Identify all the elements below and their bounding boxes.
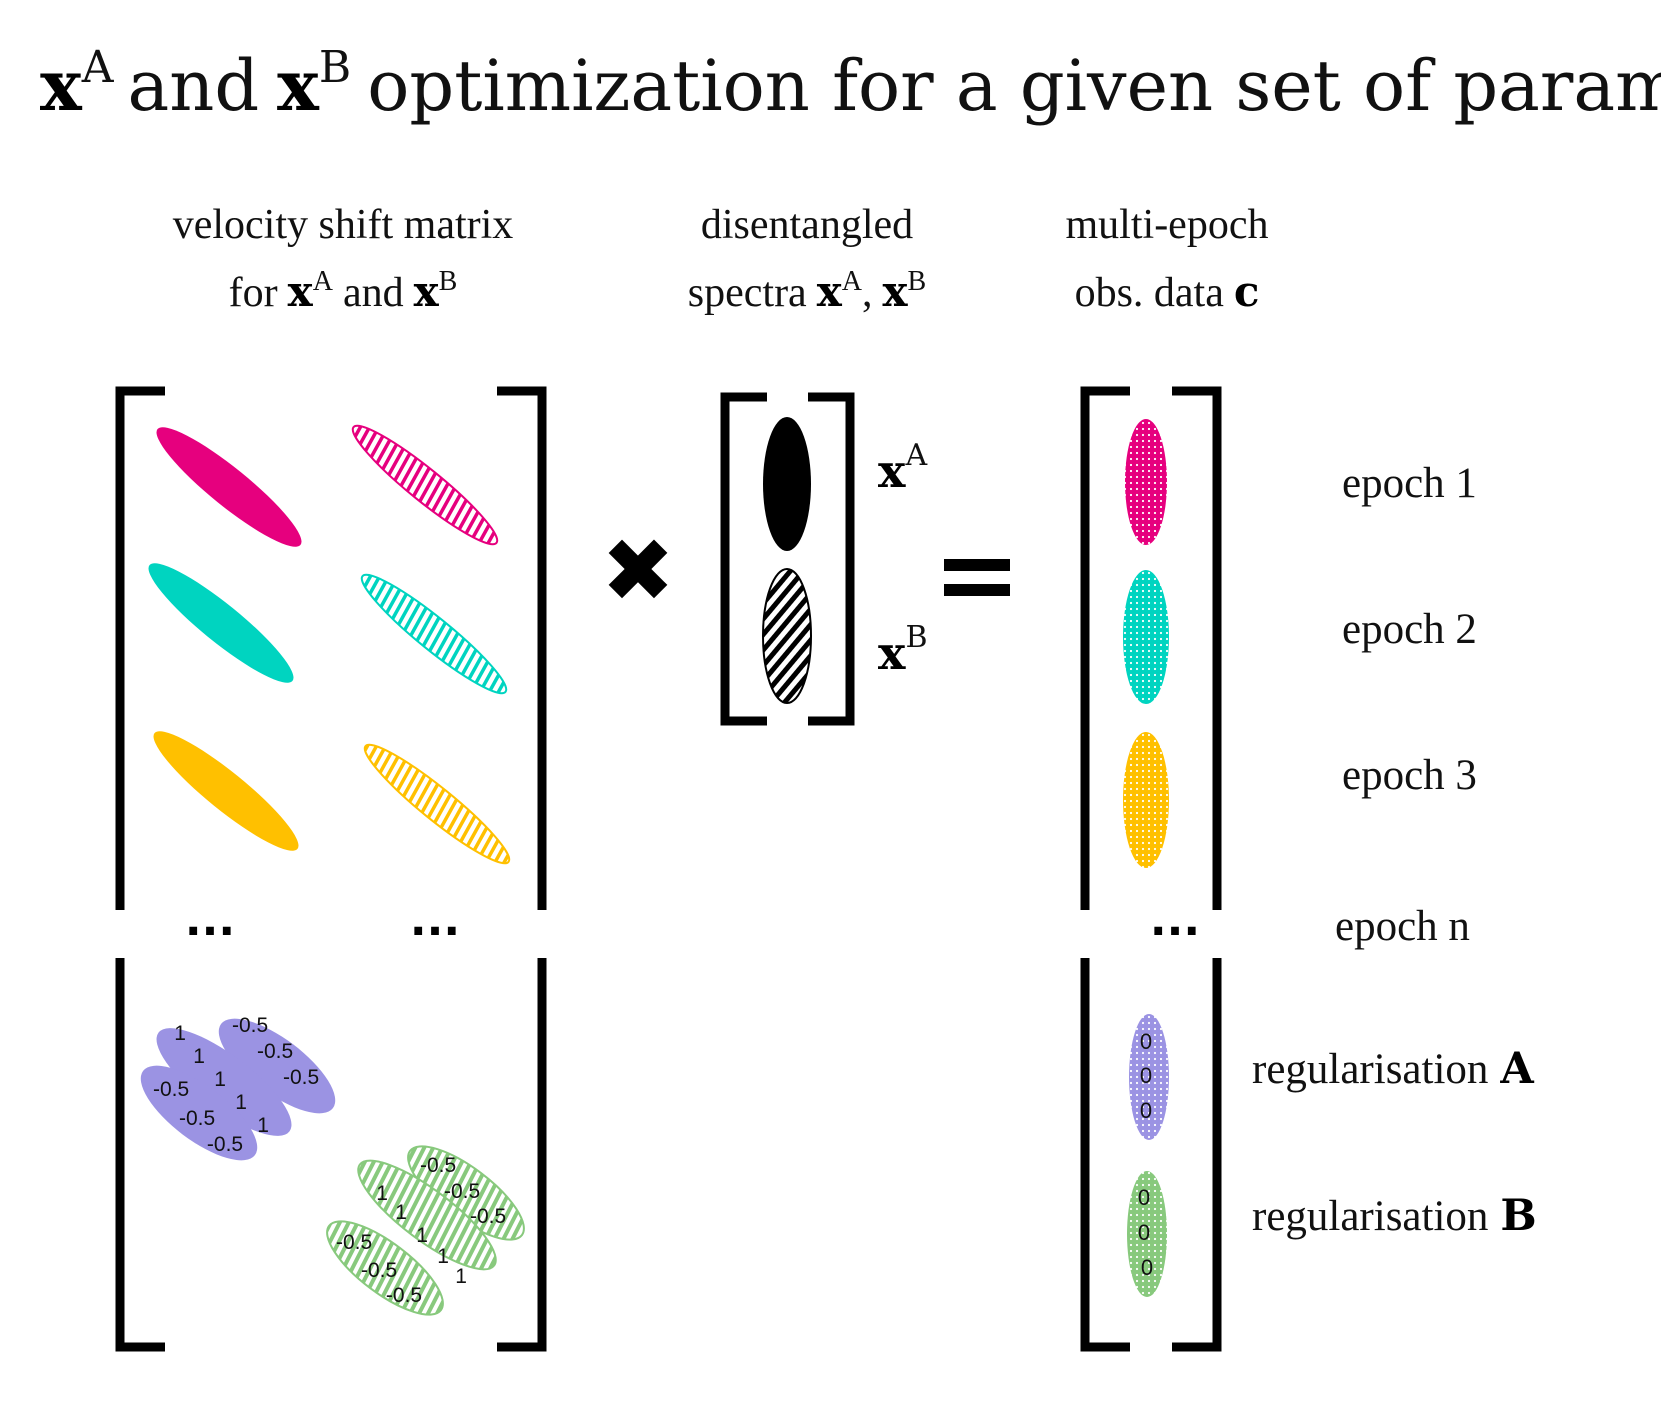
matrix-lower-right-bracket (497, 958, 547, 1352)
spectrum-xa-ellipse (763, 417, 811, 551)
reg-b-upper-1: -0.5 (420, 1154, 456, 1177)
reg-b-lower-3: -0.5 (386, 1284, 422, 1307)
matrix-upper-left-bracket (115, 386, 165, 910)
spectra-right-bracket (808, 392, 855, 726)
matrix-col-a-ellipsis: ... (185, 895, 235, 946)
reg-a-diag-5: 1 (257, 1114, 269, 1137)
spectrum-xb-ellipse (762, 568, 812, 704)
epoch-n-label: epoch n (1335, 903, 1470, 950)
reg-a-zero-1: 0 (1140, 1029, 1152, 1054)
spectra-left-bracket (720, 392, 767, 726)
data-reg-a-ellipse (1129, 1014, 1169, 1140)
data-lower-left-bracket (1080, 958, 1130, 1352)
reg-b-diag-5: 1 (455, 1265, 467, 1288)
reg-b-lower-1: -0.5 (336, 1231, 372, 1254)
equals-sign-bottom-bar (944, 584, 1010, 596)
reg-a-lower-3: -0.5 (207, 1133, 243, 1156)
epoch-1-label: epoch 1 (1342, 460, 1477, 507)
matrix-epoch2-xb-ellipse (360, 573, 508, 695)
epoch-2-label: epoch 2 (1342, 606, 1477, 653)
data-epoch2-ellipse (1123, 570, 1169, 704)
xb-label: xB (878, 620, 927, 680)
reg-b-diagonal-band (357, 1159, 497, 1271)
reg-a-lower-band (140, 1065, 258, 1161)
reg-a-upper-3: -0.5 (283, 1066, 319, 1089)
data-epoch3-ellipse (1123, 732, 1169, 868)
reg-a-upper-1: -0.5 (232, 1014, 268, 1037)
reg-a-zero-3: 0 (1140, 1098, 1152, 1123)
svg-text:-0.5 -0.5 -0.5: -0.5 -0.5 -0.5 1 1 1 1 1 -0.5 -0.5 -0.5 (336, 1154, 512, 1307)
data-lower-right-bracket (1172, 958, 1222, 1352)
data-ellipsis: ... (1150, 895, 1200, 946)
reg-b-diag-3: 1 (416, 1224, 428, 1247)
svg-text:-0.5 -0.5 -0.5: -0.5 -0.5 -0.5 1 1 1 1 1 -0.5 -0.5 -0.5 (153, 1014, 325, 1156)
reg-a-diag-2: 1 (193, 1045, 205, 1068)
reg-block-a: -0.5 -0.5 -0.5 1 1 1 1 1 -0.5 -0.5 -0.5 (140, 1014, 336, 1161)
reg-a-diag-3: 1 (214, 1068, 226, 1091)
matrix-epoch3-xb-ellipse (363, 743, 511, 865)
svg-text:0 0 0 0 0: 0 0 0 0 0 0 (1138, 1029, 1158, 1280)
reg-b-lower-band (326, 1220, 444, 1316)
multiply-sign: ✖ (601, 519, 675, 622)
equals-sign-top-bar (944, 559, 1010, 571)
epoch-3-label: epoch 3 (1342, 752, 1477, 799)
reg-b-diag-1: 1 (376, 1182, 388, 1205)
data-upper-left-bracket (1080, 386, 1130, 910)
reg-a-upper-2: -0.5 (257, 1040, 293, 1063)
reg-b-lower-2: -0.5 (361, 1259, 397, 1282)
reg-b-diag-2: 1 (395, 1201, 407, 1224)
data-header-line1: multi-epoch (1066, 202, 1269, 248)
matrix-epoch2-xa-ellipse (148, 563, 294, 683)
reg-a-lower-2: -0.5 (179, 1107, 215, 1130)
data-epoch1-ellipse (1125, 419, 1167, 545)
data-upper-right-bracket (1172, 386, 1222, 910)
reg-b-diag-4: 1 (437, 1245, 449, 1268)
reg-block-b: -0.5 -0.5 -0.5 1 1 1 1 1 -0.5 -0.5 -0.5 (326, 1145, 525, 1316)
reg-a-lower-1: -0.5 (153, 1078, 189, 1101)
reg-b-upper-2: -0.5 (444, 1180, 480, 1203)
reg-a-zero-2: 0 (1140, 1063, 1152, 1088)
reg-a-upper-band (218, 1018, 336, 1114)
reg-b-upper-3: -0.5 (470, 1205, 506, 1228)
data-reg-b-ellipse (1127, 1171, 1167, 1297)
matrix-header-line1: velocity shift matrix (173, 202, 514, 248)
matrix-col-b-ellipsis: ... (410, 895, 460, 946)
matrix-epoch1-xa-ellipse (156, 427, 302, 547)
matrix-epoch1-xb-ellipse (351, 424, 499, 546)
xa-label: xA (878, 438, 927, 498)
spectra-header-line1: disentangled (701, 202, 913, 248)
reg-b-zero-1: 0 (1138, 1185, 1150, 1210)
reg-a-diag-1: 1 (174, 1022, 186, 1045)
matrix-lower-left-bracket (115, 958, 165, 1352)
reg-b-zero-2: 0 (1138, 1220, 1150, 1245)
reg-a-diagonal-band (156, 1028, 292, 1136)
reg-a-diag-4: 1 (235, 1091, 247, 1114)
matrix-epoch3-xa-ellipse (153, 731, 299, 851)
matrix-upper-right-bracket (497, 386, 547, 910)
reg-b-zero-3: 0 (1141, 1255, 1153, 1280)
